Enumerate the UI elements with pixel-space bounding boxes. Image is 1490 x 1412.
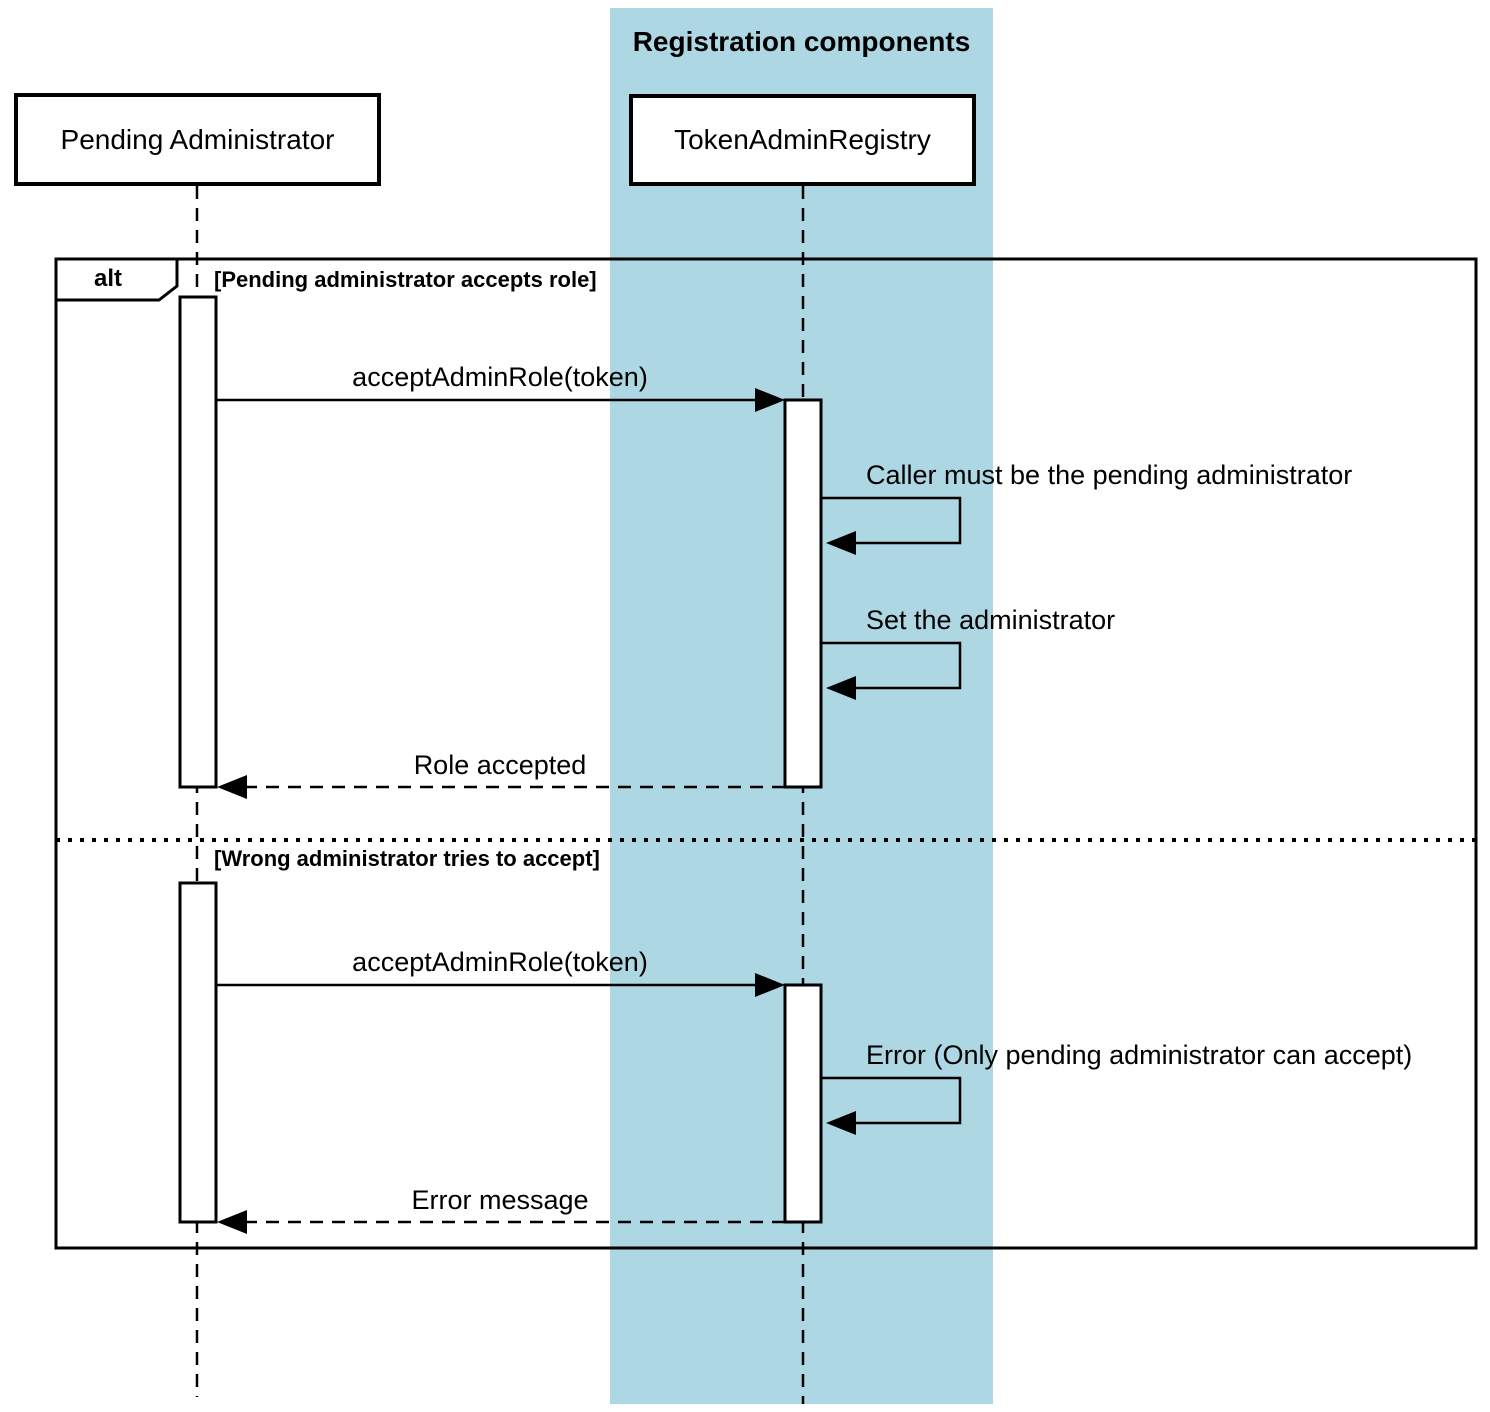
arrowhead-error-message [217, 1210, 247, 1234]
message-label-caller-check: Caller must be the pending administrator [866, 460, 1353, 490]
message-label-accept-1: acceptAdminRole(token) [352, 362, 648, 392]
arrowhead-set-admin [826, 676, 856, 700]
participant-label-pending-administrator: Pending Administrator [60, 123, 335, 155]
arrowhead-error [826, 1111, 856, 1135]
alt-operator-tab [54, 257, 179, 302]
arrowhead-accept-1 [755, 388, 785, 412]
alt-fragment-frame [54, 257, 1478, 1250]
message-label-error-return: Error message [411, 1185, 589, 1215]
alt-operator-label: alt [93, 265, 122, 292]
message-label-accept-2: acceptAdminRole(token) [352, 947, 648, 977]
self-message-line-error [822, 1076, 962, 1125]
registration-components-band-title: Registration components [632, 26, 971, 57]
participant-box-pending-administrator: Pending Administrator [14, 93, 381, 186]
activation-pending-admin-2 [178, 881, 218, 1224]
arrowhead-caller-check [826, 531, 856, 555]
participant-label-token-admin-registry: TokenAdminRegistry [674, 124, 931, 155]
activation-registry-1 [783, 398, 823, 789]
arrowhead-accept-2 [755, 973, 785, 997]
guard-pending-accepts: [Pending administrator accepts role] [214, 267, 597, 292]
activation-pending-admin-1 [178, 295, 218, 789]
message-label-role-accepted: Role accepted [413, 750, 587, 780]
activation-registry-2 [783, 983, 823, 1224]
self-message-line-caller-check [822, 496, 962, 545]
arrowhead-role-accepted [217, 775, 247, 799]
message-label-error-note: Error (Only pending administrator can ac… [866, 1040, 1413, 1070]
message-label-set-admin: Set the administrator [866, 605, 1116, 635]
participant-box-token-admin-registry: TokenAdminRegistry [629, 94, 976, 186]
self-message-line-set-admin [822, 641, 962, 690]
guard-wrong-admin: [Wrong administrator tries to accept] [214, 846, 600, 871]
